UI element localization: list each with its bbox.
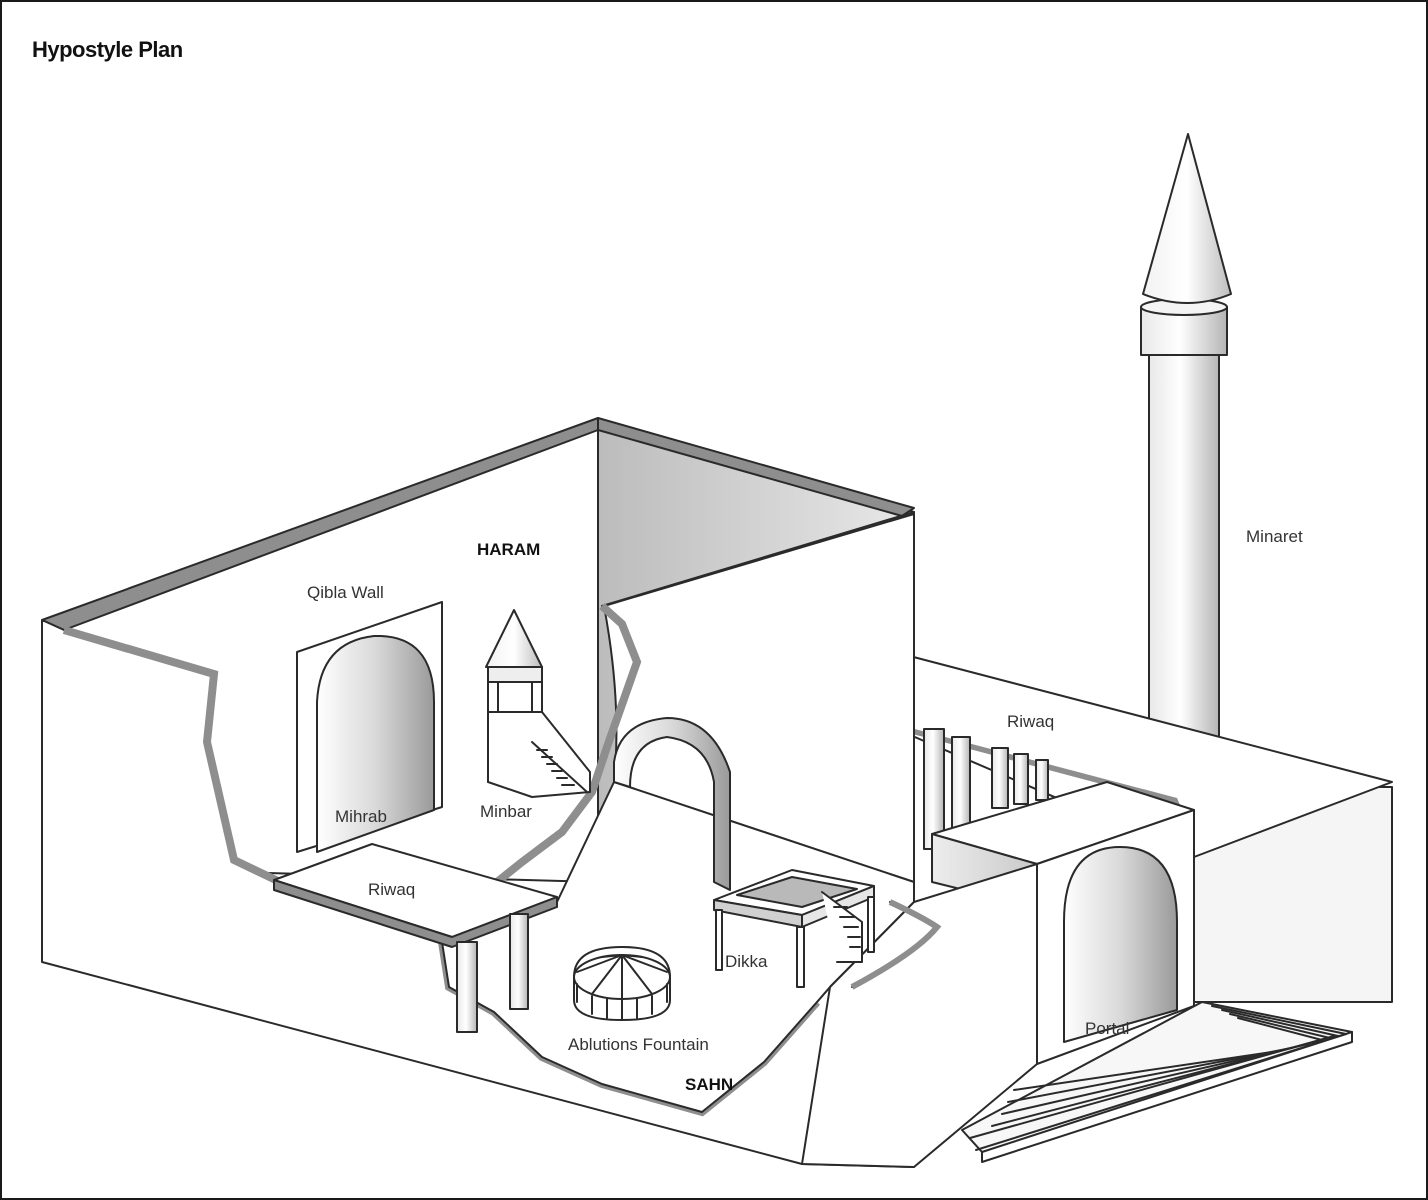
left-riwaq — [273, 843, 558, 1033]
label-riwaq-left: Riwaq — [368, 880, 415, 899]
label-riwaq-right: Riwaq — [1007, 712, 1054, 731]
label-dikka: Dikka — [725, 952, 768, 971]
ablutions-fountain — [573, 946, 671, 1021]
minbar — [485, 609, 591, 798]
label-qibla-wall: Qibla Wall — [307, 583, 384, 602]
riwaq-column — [1013, 753, 1029, 805]
minaret — [1140, 133, 1232, 743]
dikka — [713, 869, 875, 988]
cutaway-edge-left — [62, 626, 282, 886]
portal-steps — [961, 1001, 1353, 1163]
minaret-cone — [1142, 133, 1232, 304]
riwaq-column — [1035, 759, 1049, 801]
minaret-shaft — [1148, 346, 1220, 743]
label-portal: Portal — [1085, 1019, 1129, 1038]
label-sahn: SAHN — [685, 1075, 733, 1094]
outer-wall-front-right — [801, 863, 1038, 1168]
label-minaret: Minaret — [1246, 527, 1303, 546]
inner-arch — [613, 717, 731, 891]
label-haram: HARAM — [477, 540, 540, 559]
left-riwaq-column — [509, 913, 529, 1010]
portal-block — [931, 781, 1353, 1163]
cutaway-edge-partition — [494, 603, 642, 886]
riwaq-column — [991, 747, 1009, 809]
label-ablutions-fountain: Ablutions Fountain — [568, 1035, 709, 1054]
left-riwaq-roof-edge — [273, 879, 558, 948]
diagram-title: Hypostyle Plan — [32, 37, 183, 62]
portal-arch — [1063, 846, 1178, 1043]
cutaway-edge-right-band — [850, 899, 942, 990]
left-riwaq-column — [456, 941, 478, 1033]
mihrab — [296, 601, 443, 853]
label-minbar: Minbar — [480, 802, 532, 821]
partition-top — [601, 511, 915, 607]
label-mihrab: Mihrab — [335, 807, 387, 826]
mihrab-niche — [316, 634, 435, 853]
